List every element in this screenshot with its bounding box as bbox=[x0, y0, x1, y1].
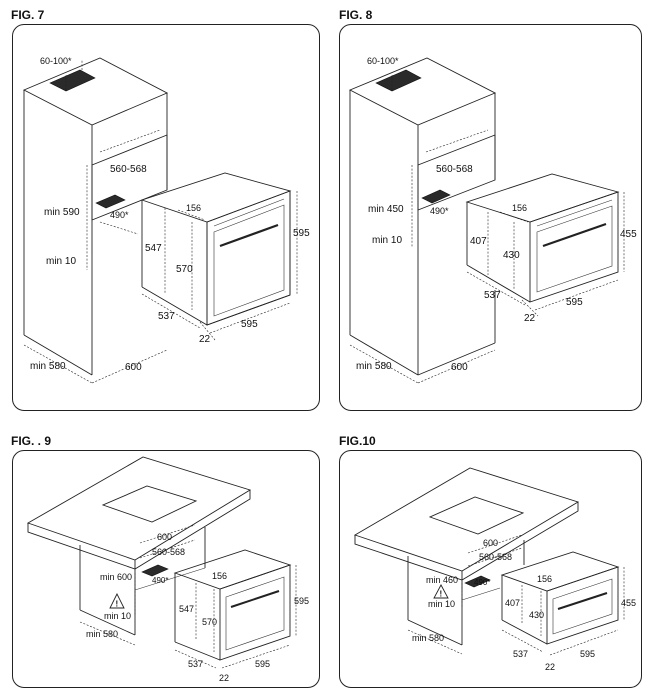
fig10-panel bbox=[339, 450, 642, 688]
fig9-niche-width-label: 560-568 bbox=[152, 547, 185, 557]
fig8-min-bottom-label: min 10 bbox=[372, 235, 402, 246]
fig7-oven bbox=[140, 172, 292, 326]
fig9-width-label: 600 bbox=[157, 532, 172, 542]
fig10-niche-width-label: 560-568 bbox=[479, 552, 512, 562]
fig7-niche bbox=[91, 134, 168, 255]
fig7-oven-depth-label: 537 bbox=[158, 311, 175, 322]
fig10-depth-star-label: 490* bbox=[474, 578, 490, 587]
fig8-oven-depth-label: 537 bbox=[484, 290, 501, 301]
fig8-vent-label: 60-100* bbox=[367, 56, 399, 66]
fig7-oven-top-label: 156 bbox=[186, 203, 201, 213]
fig7-width-label: 600 bbox=[125, 362, 142, 373]
fig10-oven-depth-label: 537 bbox=[513, 649, 528, 659]
fig9-inner-570-label: 570 bbox=[202, 617, 217, 627]
fig7-depth-star-label: 490* bbox=[110, 210, 129, 220]
fig7-inner-570-label: 570 bbox=[176, 264, 193, 275]
fig8-depth-star-label: 490* bbox=[430, 206, 449, 216]
fig7-min-height-label: min 590 bbox=[44, 207, 80, 218]
fig10-title: FIG.10 bbox=[339, 434, 376, 448]
fig7-niche-width-label: 560-568 bbox=[110, 164, 147, 175]
fig9-warning-icon: ! bbox=[109, 592, 125, 609]
fig7-title: FIG. 7 bbox=[11, 8, 45, 22]
fig9-min-bottom-label: min 10 bbox=[104, 611, 131, 621]
fig8-min-depth-label: min 580 bbox=[356, 361, 392, 372]
fig8-niche bbox=[417, 134, 496, 211]
fig7-min-bottom-label: min 10 bbox=[46, 256, 76, 267]
fig7-oven-width-label: 595 bbox=[241, 319, 258, 330]
svg-text:!: ! bbox=[116, 600, 119, 609]
fig10-oven-top-label: 156 bbox=[537, 574, 552, 584]
fig9-oven-top-label: 156 bbox=[212, 571, 227, 581]
fig9-oven-depth-label: 537 bbox=[188, 659, 203, 669]
fig10-min-bottom-label: min 10 bbox=[428, 599, 455, 609]
fig9-min-height-label: min 600 bbox=[100, 572, 132, 582]
fig10-oven-height-label: 455 bbox=[621, 598, 636, 608]
fig7-oven-height-label: 595 bbox=[293, 228, 310, 239]
fig10-front-label: 22 bbox=[545, 662, 555, 672]
svg-text:!: ! bbox=[440, 590, 443, 599]
fig9-depth-star-label: 490* bbox=[152, 576, 168, 585]
fig9-min-depth-label: min 580 bbox=[86, 629, 118, 639]
fig9-front-label: 22 bbox=[219, 673, 229, 683]
fig9-oven bbox=[173, 549, 292, 661]
fig7-vent-icon bbox=[49, 69, 96, 92]
fig8-min-height-label: min 450 bbox=[368, 204, 404, 215]
fig10-oven bbox=[500, 551, 620, 645]
fig8-niche-width-label: 560-568 bbox=[436, 164, 473, 175]
fig10-oven-width-label: 595 bbox=[580, 649, 595, 659]
fig8-inner-407-label: 407 bbox=[470, 236, 487, 247]
fig10-inner-407-label: 407 bbox=[505, 598, 520, 608]
fig7-inner-547-label: 547 bbox=[145, 243, 162, 254]
fig8-inner-430-label: 430 bbox=[503, 250, 520, 261]
fig10-width-label: 600 bbox=[483, 538, 498, 548]
fig10-min-height-label: min 460 bbox=[426, 575, 458, 585]
fig8-vent-icon bbox=[375, 69, 422, 92]
fig10-inner-430-label: 430 bbox=[529, 610, 544, 620]
fig9-title: FIG. . 9 bbox=[11, 434, 52, 448]
fig8-width-label: 600 bbox=[451, 362, 468, 373]
fig8-oven-width-label: 595 bbox=[566, 297, 583, 308]
fig8-oven-top-label: 156 bbox=[512, 203, 527, 213]
fig7-min-depth-label: min 580 bbox=[30, 361, 66, 372]
fig7-front-label: 22 bbox=[199, 334, 211, 345]
fig7-vent-label: 60-100* bbox=[40, 56, 72, 66]
fig10-min-depth-label: min 580 bbox=[412, 633, 444, 643]
fig8-oven-height-label: 455 bbox=[620, 229, 637, 240]
fig9-oven-height-label: 595 bbox=[294, 596, 309, 606]
fig10-warning-icon: ! bbox=[433, 584, 449, 599]
fig8-oven bbox=[465, 173, 620, 303]
fig8-front-label: 22 bbox=[524, 313, 536, 324]
fig9-oven-width-label: 595 bbox=[255, 659, 270, 669]
fig8-title: FIG. 8 bbox=[339, 8, 373, 22]
fig9-inner-547-label: 547 bbox=[179, 604, 194, 614]
